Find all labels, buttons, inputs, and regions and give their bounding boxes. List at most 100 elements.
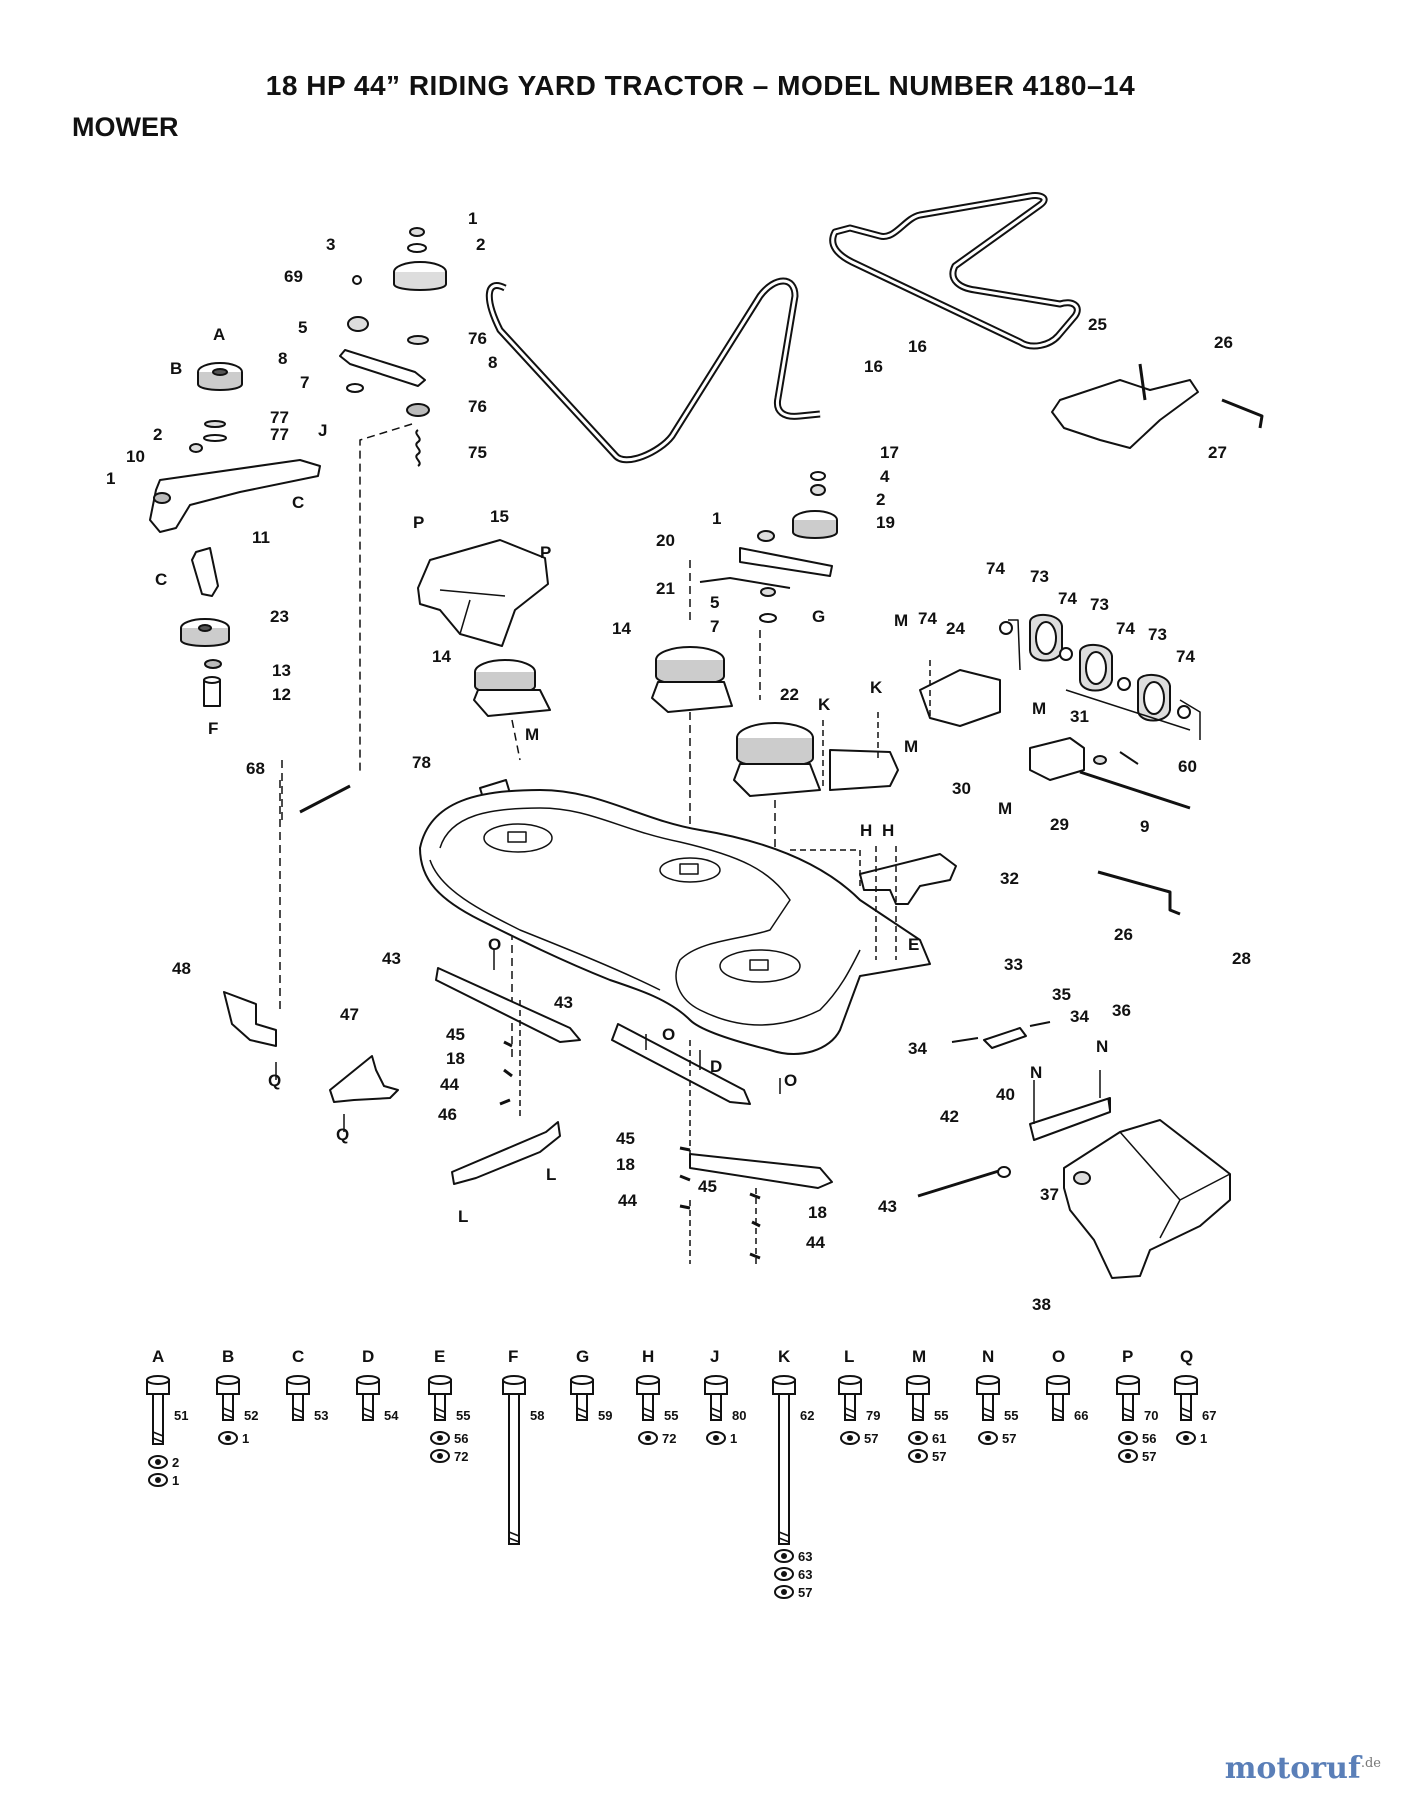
callout-12: 12 — [272, 685, 291, 704]
bracket-47 — [329, 1055, 399, 1103]
callout-K: K — [870, 678, 883, 697]
callout-40: 40 — [996, 1085, 1015, 1104]
callout-E: E — [908, 935, 919, 954]
bolt-shaft-icon — [1122, 1393, 1134, 1421]
part-number: 53 — [314, 1408, 328, 1423]
part-number: 57 — [864, 1431, 878, 1446]
bracket-35 — [983, 1027, 1027, 1049]
bolt-shaft-icon — [912, 1393, 924, 1421]
hardware-key-F: F 58 — [502, 1347, 544, 1545]
callout-23: 23 — [270, 607, 289, 626]
part-number: 55 — [934, 1408, 948, 1423]
callout-C: C — [292, 493, 304, 512]
bracket-29 — [1029, 737, 1085, 781]
callout-D: D — [710, 1057, 722, 1076]
bolt-shaft-icon — [844, 1393, 856, 1421]
bolt-shaft-icon — [778, 1393, 790, 1545]
part-number: 66 — [1074, 1408, 1088, 1423]
hardware-key-letter: F — [508, 1347, 518, 1366]
callout-O: O — [784, 1071, 797, 1090]
callout-73: 73 — [1090, 595, 1109, 614]
callout-O: O — [488, 935, 501, 954]
hardware-key-letter: M — [912, 1347, 926, 1366]
callout-H: H — [882, 821, 894, 840]
callout-4: 4 — [880, 467, 890, 486]
part-number: 1 — [172, 1473, 179, 1488]
part-number: 62 — [800, 1408, 814, 1423]
hardware-key-letter: K — [778, 1347, 791, 1366]
callout-78: 78 — [412, 753, 431, 772]
part-number: 57 — [798, 1585, 812, 1600]
callout-O: O — [662, 1025, 675, 1044]
part-number: 1 — [730, 1431, 737, 1446]
callout-73: 73 — [1148, 625, 1167, 644]
hardware-key-letter: D — [362, 1347, 374, 1366]
callout-76: 76 — [468, 397, 487, 416]
callout-60: 60 — [1178, 757, 1197, 776]
callout-9: 9 — [1140, 817, 1149, 836]
callout-43: 43 — [878, 1197, 897, 1216]
callout-B: B — [170, 359, 182, 378]
part-number: 70 — [1144, 1408, 1158, 1423]
part-number: 63 — [798, 1567, 812, 1582]
part-number: 63 — [798, 1549, 812, 1564]
callout-34: 34 — [908, 1039, 927, 1058]
callout-C: C — [155, 570, 167, 589]
part-number: 58 — [530, 1408, 544, 1423]
callout-18: 18 — [446, 1049, 465, 1068]
bracket-25 — [1051, 379, 1199, 449]
part-number: 67 — [1202, 1408, 1216, 1423]
callout-73: 73 — [1030, 567, 1049, 586]
callout-18: 18 — [808, 1203, 827, 1222]
callout-74: 74 — [986, 559, 1005, 578]
callout-17: 17 — [880, 443, 899, 462]
callout-19: 19 — [876, 513, 895, 532]
callout-22: 22 — [780, 685, 799, 704]
callout-J: J — [318, 421, 327, 440]
hardware-key-letter: E — [434, 1347, 445, 1366]
callout-2: 2 — [476, 235, 485, 254]
callout-11: 11 — [252, 528, 270, 547]
callout-8: 8 — [278, 349, 287, 368]
callout-L: L — [458, 1207, 468, 1226]
part-number: 57 — [932, 1449, 946, 1464]
callout-74: 74 — [1116, 619, 1135, 638]
callout-74: 74 — [918, 609, 937, 628]
bracket-10 — [149, 459, 321, 533]
hardware-key-letter: H — [642, 1347, 654, 1366]
part-number: 1 — [242, 1431, 249, 1446]
callout-47: 47 — [340, 1005, 359, 1024]
callout-M: M — [1032, 699, 1046, 718]
callout-P: P — [540, 543, 551, 562]
part-number: 55 — [664, 1408, 678, 1423]
blade-43-right — [689, 1153, 833, 1189]
callout-20: 20 — [656, 531, 675, 550]
part-number: 57 — [1142, 1449, 1156, 1464]
hardware-key-C: C53 — [286, 1347, 328, 1423]
callout-13: 13 — [272, 661, 291, 680]
callout-2: 2 — [876, 490, 885, 509]
callout-44: 44 — [618, 1191, 637, 1210]
part-number: 54 — [384, 1408, 399, 1423]
callout-43: 43 — [382, 949, 401, 968]
callout-35: 35 — [1052, 985, 1071, 1004]
callout-16: 16 — [908, 337, 927, 356]
hardware-key-O: O66 — [1046, 1347, 1088, 1423]
part-number: 59 — [598, 1408, 612, 1423]
part-number: 2 — [172, 1455, 179, 1470]
callout-30: 30 — [952, 779, 971, 798]
part-number: 72 — [454, 1449, 468, 1464]
callout-N: N — [1030, 1063, 1042, 1082]
part-number: 72 — [662, 1431, 676, 1446]
hardware-key-letter: B — [222, 1347, 234, 1366]
callout-H: H — [860, 821, 872, 840]
callout-26: 26 — [1114, 925, 1133, 944]
rod-68 — [299, 784, 351, 814]
callout-77: 77 — [270, 425, 289, 444]
callout-5: 5 — [710, 593, 719, 612]
